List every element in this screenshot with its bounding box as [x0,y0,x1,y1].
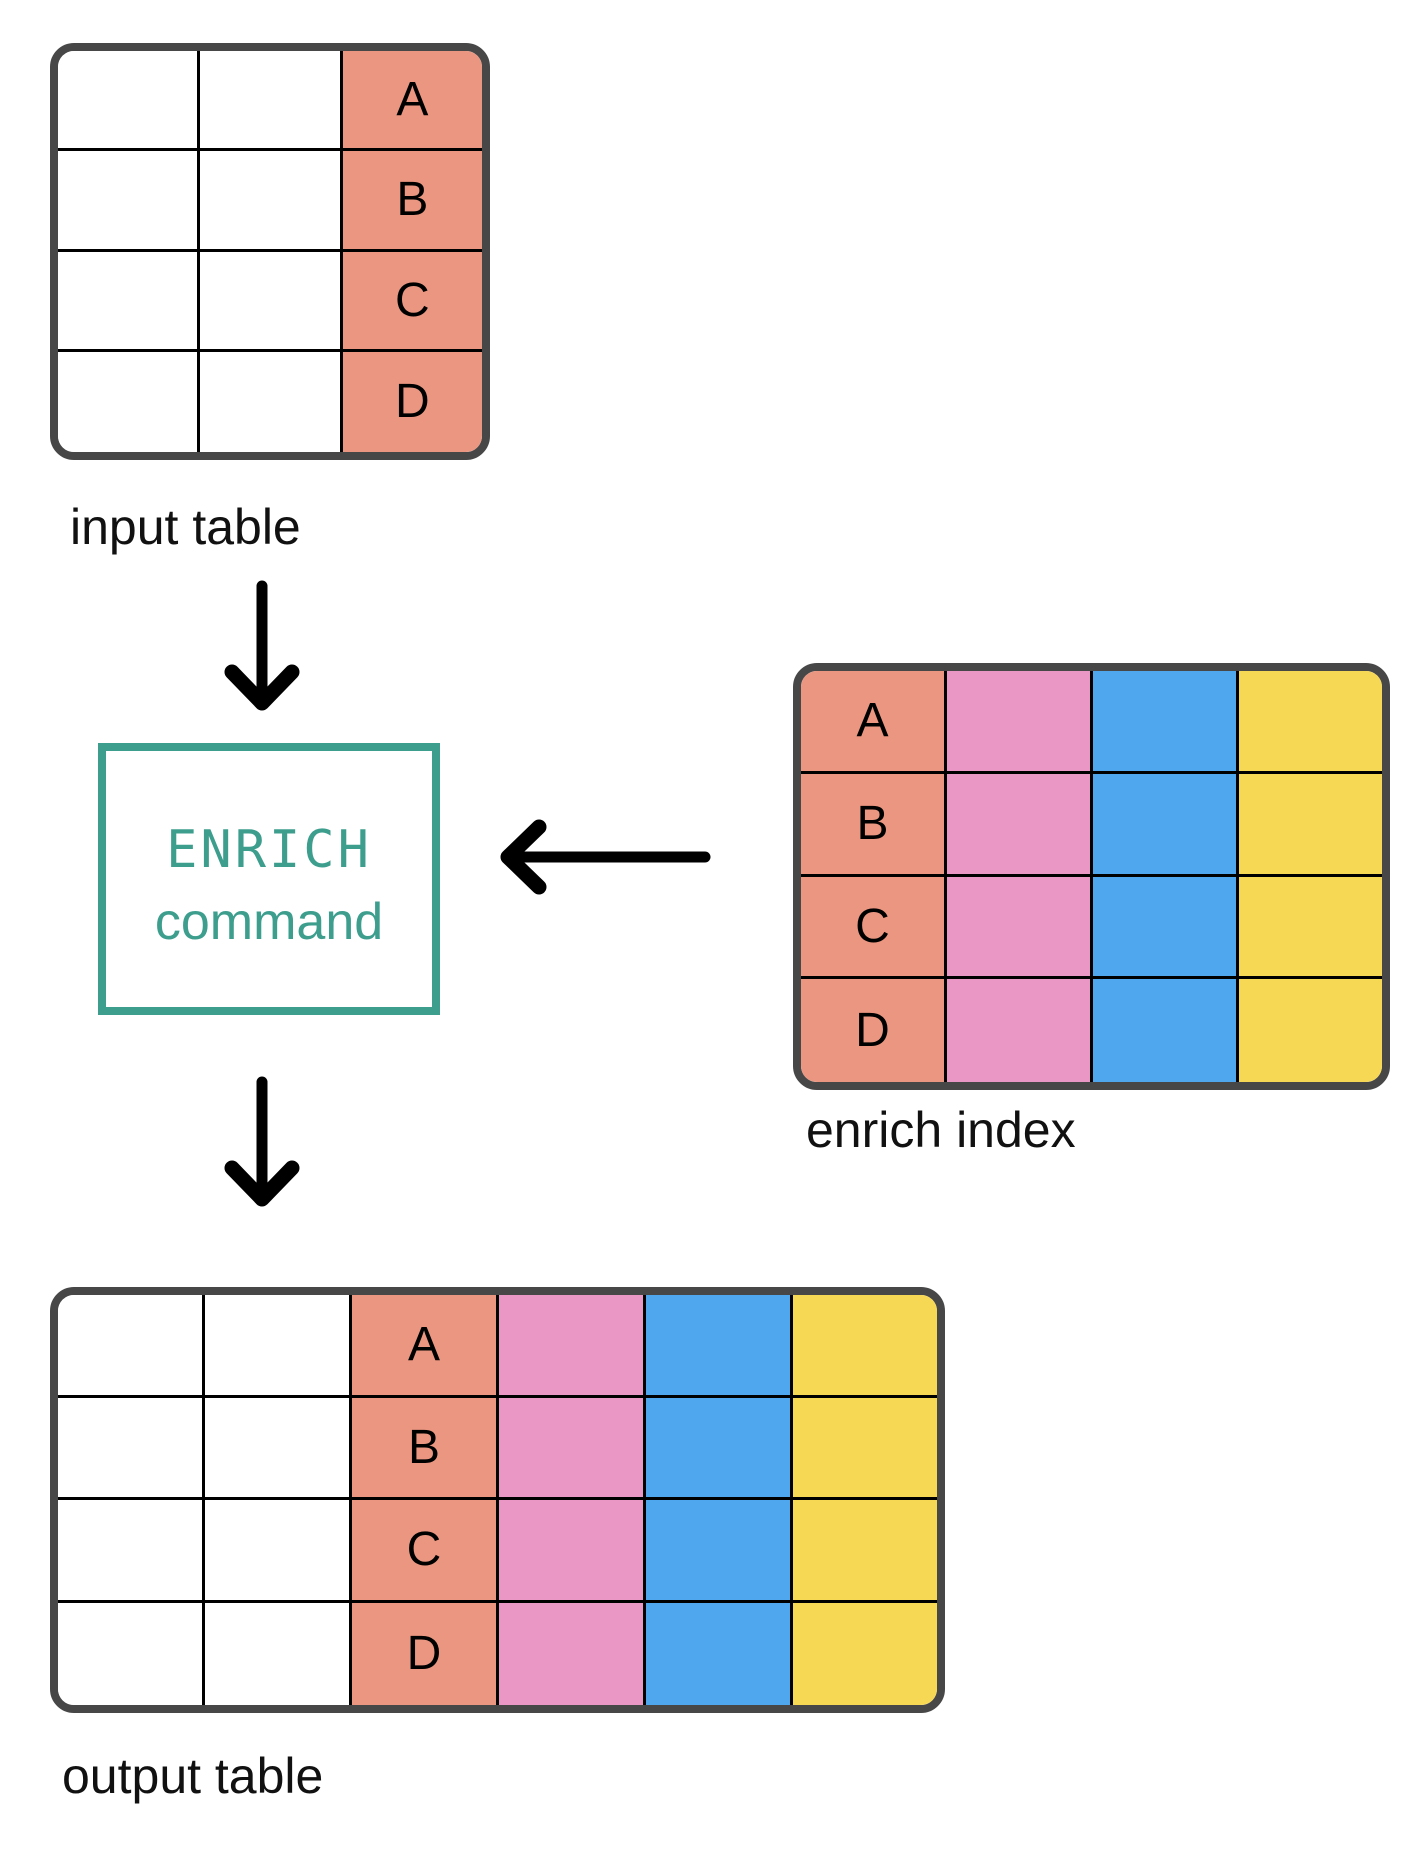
enrich-command-word: command [154,893,384,951]
table-row: C [801,876,1382,980]
enrich-index-label: enrich index [806,1102,1076,1158]
key-cell: C [801,876,947,980]
data-cell [58,1397,205,1500]
data-cell [646,1397,793,1500]
data-cell [499,1500,646,1603]
output-table-label: output table [62,1748,324,1804]
table-row: B [801,773,1382,877]
data-cell [205,1602,352,1705]
data-cell [1093,876,1239,980]
data-cell [200,51,343,152]
key-cell: B [342,151,482,252]
data-cell [947,979,1093,1082]
key-cell: C [342,251,482,352]
data-cell [200,351,343,452]
data-cell [205,1397,352,1500]
table-row: D [58,351,482,452]
index-to-enrich-arrow-left-icon [500,819,711,895]
table-row: A [58,1295,937,1398]
table-row: D [801,979,1382,1082]
table-row: D [58,1602,937,1705]
data-cell [200,151,343,252]
data-cell [499,1295,646,1398]
data-cell [793,1602,937,1705]
data-cell [793,1397,937,1500]
data-cell [1239,671,1382,774]
table-row: A [58,51,482,152]
data-cell [1239,773,1382,877]
data-cell [499,1397,646,1500]
key-cell: A [342,51,482,152]
key-cell: C [352,1500,499,1603]
data-cell [58,251,201,352]
data-cell [1093,773,1239,877]
data-cell [58,1500,205,1603]
enrich-keyword: ENRICH [166,820,372,880]
data-cell [646,1500,793,1603]
table-row: A [801,671,1382,774]
key-cell: D [801,979,947,1082]
data-cell [646,1295,793,1398]
data-cell [1239,979,1382,1082]
data-cell [200,251,343,352]
data-cell [1093,979,1239,1082]
table-row: B [58,1397,937,1500]
data-cell [1239,876,1382,980]
enrich-to-output-arrow-down-icon [224,1076,300,1207]
data-cell [793,1295,937,1398]
table-row: B [58,151,482,252]
data-cell [1093,671,1239,774]
table-row: C [58,251,482,352]
data-cell [793,1500,937,1603]
data-cell [205,1295,352,1398]
key-cell: A [801,671,947,774]
data-cell [58,1295,205,1398]
key-cell: B [801,773,947,877]
input-to-enrich-arrow-down-icon [224,580,300,711]
data-cell [947,876,1093,980]
data-cell [947,773,1093,877]
key-cell: D [342,351,482,452]
data-cell [58,1602,205,1705]
data-cell [499,1602,646,1705]
data-cell [646,1602,793,1705]
key-cell: A [352,1295,499,1398]
data-cell [58,51,201,152]
input-table-label: input table [70,499,301,555]
data-cell [58,151,201,252]
enrich-command-box: ENRICH command [98,743,440,1015]
key-cell: B [352,1397,499,1500]
data-cell [947,671,1093,774]
table-row: C [58,1500,937,1603]
data-cell [205,1500,352,1603]
data-cell [58,351,201,452]
key-cell: D [352,1602,499,1705]
